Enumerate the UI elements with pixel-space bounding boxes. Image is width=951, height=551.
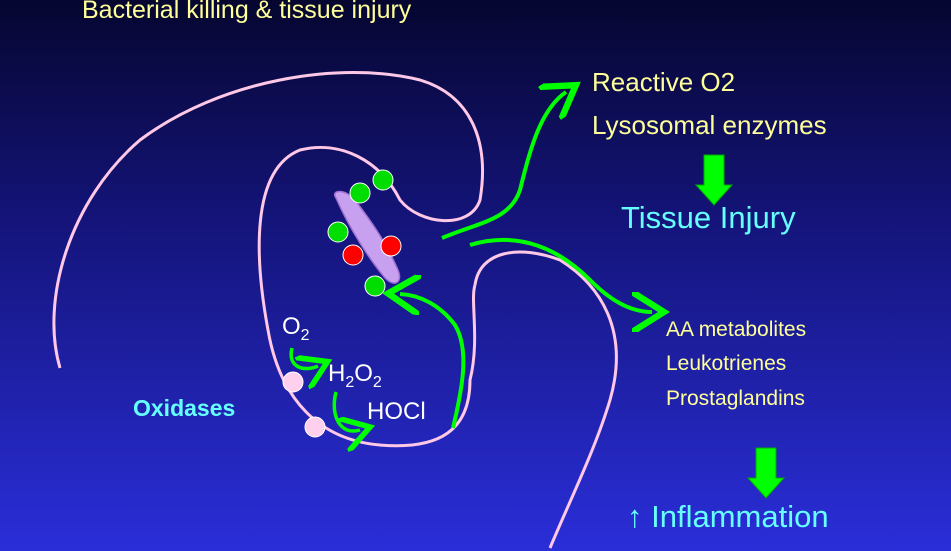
down-arrow-tissue bbox=[694, 154, 734, 206]
green-granule bbox=[327, 221, 349, 243]
oxidases-label: Oxidases bbox=[133, 395, 236, 421]
inflammation-label: ↑ Inflammation bbox=[627, 499, 829, 534]
hocl-label: HOCl bbox=[367, 398, 426, 425]
green-granule bbox=[372, 169, 394, 191]
h-subscript: 2 bbox=[345, 374, 355, 391]
green-granule bbox=[349, 182, 371, 204]
reactive-o2-label: Reactive O2 bbox=[592, 67, 736, 97]
oxidase-dot bbox=[304, 416, 326, 438]
o-subscript: 2 bbox=[372, 374, 382, 391]
h-symbol: H bbox=[328, 360, 346, 387]
green-granule bbox=[364, 275, 386, 297]
down-arrow-inflammation bbox=[746, 447, 786, 499]
tissue-injury-label: Tissue Injury bbox=[621, 200, 796, 235]
o2-label: O2 bbox=[282, 313, 310, 345]
o2-symbol: O bbox=[282, 313, 301, 340]
red-granule bbox=[380, 235, 402, 257]
oxidase-dot bbox=[282, 371, 304, 393]
o-symbol: O bbox=[354, 360, 373, 387]
o2-subscript: 2 bbox=[300, 327, 310, 344]
prostaglandins-label: Prostaglandins bbox=[666, 387, 805, 410]
inner-membrane bbox=[473, 250, 618, 549]
arrow-h2o2-to-hocl bbox=[332, 391, 360, 431]
h2o2-label: H2O2 bbox=[328, 360, 382, 392]
arrow-to-bacterium bbox=[400, 294, 466, 429]
outer-membrane bbox=[52, 71, 484, 448]
aa-metabolites-label: AA metabolites bbox=[666, 318, 807, 341]
lysosomal-enzymes-label: Lysosomal enzymes bbox=[592, 110, 827, 140]
red-granule bbox=[342, 244, 364, 266]
arrow-to-aa bbox=[469, 237, 652, 312]
arrow-o2-to-h2o2 bbox=[289, 347, 318, 369]
diagram-title: Bacterial killing & tissue injury bbox=[82, 0, 412, 24]
leukotrienes-label: Leukotrienes bbox=[666, 352, 787, 375]
arrow-to-reactive bbox=[441, 92, 566, 240]
bacterium bbox=[333, 190, 401, 284]
